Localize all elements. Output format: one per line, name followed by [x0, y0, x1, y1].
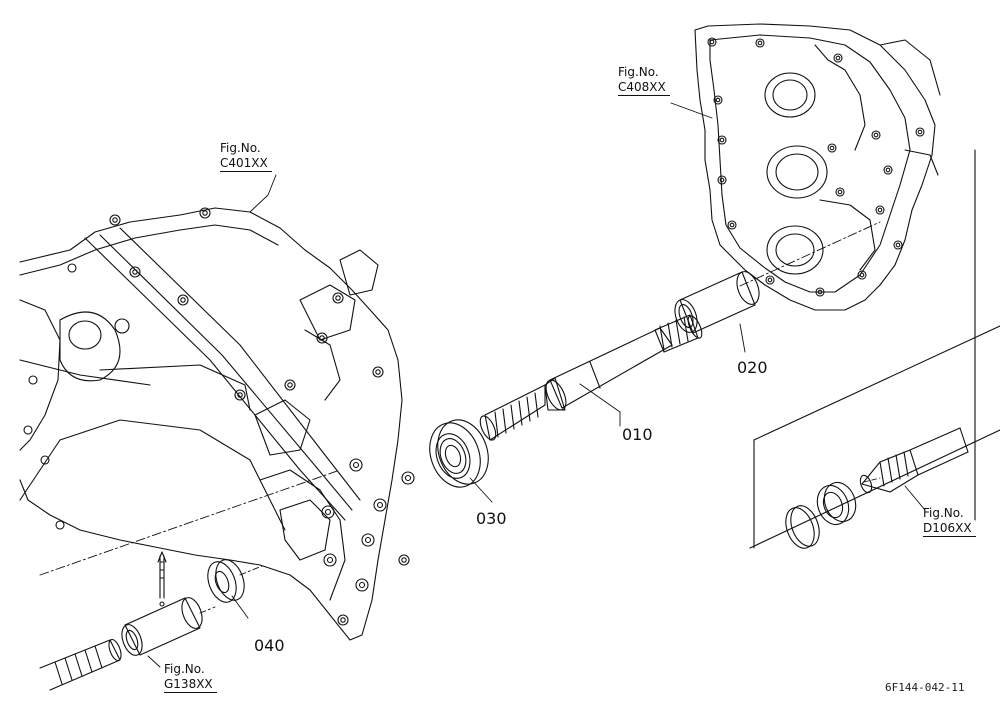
- figure-ref-c408-code: C408XX: [618, 80, 670, 96]
- part-label-030: 030: [476, 509, 507, 528]
- bushing-020-drawing: [674, 271, 760, 334]
- figure-ref-d106: Fig.No. D106XX: [923, 506, 976, 537]
- part-label-010: 010: [622, 425, 653, 444]
- figure-ref-c401-code: C401XX: [220, 156, 272, 172]
- leader-lines: [147, 102, 926, 668]
- shaft-010-drawing: [479, 314, 703, 441]
- figure-ref-g138-title: Fig.No.: [164, 662, 205, 676]
- part-label-040: 040: [254, 636, 285, 655]
- figure-ref-g138-code: G138XX: [164, 677, 217, 693]
- bearing-030-drawing: [429, 419, 489, 488]
- figure-ref-d106-code: D106XX: [923, 521, 976, 537]
- coupling-sleeve-drawing: [39, 551, 263, 691]
- figure-ref-g138: Fig.No. G138XX: [164, 662, 217, 693]
- inset-panel-drawing: [749, 149, 1000, 549]
- figure-ref-c408: Fig.No. C408XX: [618, 65, 670, 96]
- figure-ref-c401-title: Fig.No.: [220, 141, 261, 155]
- left-housing-drawing: [19, 207, 415, 641]
- figure-ref-c408-title: Fig.No.: [618, 65, 659, 79]
- figure-ref-c401: Fig.No. C401XX: [220, 141, 272, 172]
- collar-040-drawing: [207, 559, 245, 603]
- part-label-020: 020: [737, 358, 768, 377]
- right-housing-drawing: [694, 23, 941, 311]
- figure-ref-d106-title: Fig.No.: [923, 506, 964, 520]
- document-id: 6F144-042-11: [885, 681, 965, 694]
